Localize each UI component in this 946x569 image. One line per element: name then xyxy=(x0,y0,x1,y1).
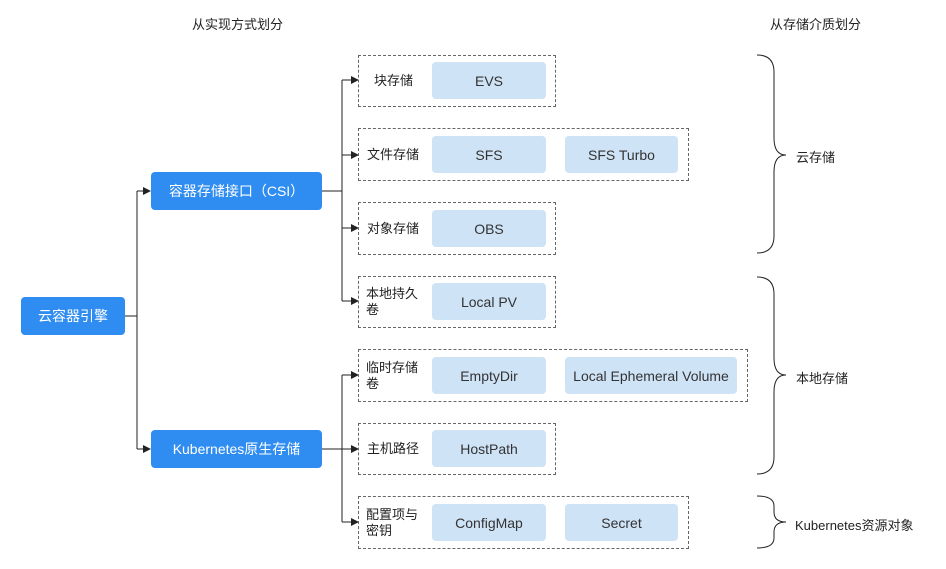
category-box-config xyxy=(358,496,689,549)
header-implementation: 从实现方式划分 xyxy=(192,17,284,32)
chip-secret: Secret xyxy=(565,504,678,541)
category-label-file: 文件存储 xyxy=(367,146,420,162)
chip-emptydir: EmptyDir xyxy=(432,357,546,394)
group-label-local: 本地存储 xyxy=(796,371,849,386)
category-box-temp xyxy=(358,349,748,402)
root-node-cce: 云容器引擎 xyxy=(21,297,125,335)
chip-sfs: SFS xyxy=(432,136,546,173)
branch-node-csi: 容器存储接口（CSI） xyxy=(151,172,322,210)
chip-local-pv: Local PV xyxy=(432,283,546,320)
category-box-local-pv xyxy=(358,276,556,328)
category-label-hostpath: 主机路径 xyxy=(367,441,420,456)
chip-configmap: ConfigMap xyxy=(432,504,546,541)
chip-hostpath: HostPath xyxy=(432,430,546,467)
category-label-config: 配置项与密钥 xyxy=(366,506,419,538)
category-label-local-pv: 本地持久卷 xyxy=(366,286,419,317)
group-label-k8s-resources: Kubernetes资源对象 xyxy=(795,518,914,533)
category-label-object: 对象存储 xyxy=(367,220,420,236)
category-box-block xyxy=(358,55,556,107)
category-label-temp: 临时存储卷 xyxy=(366,359,419,391)
branch-node-k8s-native: Kubernetes原生存储 xyxy=(151,430,322,468)
category-label-block: 块存储 xyxy=(374,73,414,88)
chip-obs: OBS xyxy=(432,210,546,247)
group-label-cloud: 云存储 xyxy=(796,150,836,165)
category-box-hostpath xyxy=(358,423,556,475)
category-box-object xyxy=(358,202,556,255)
chip-evs: EVS xyxy=(432,62,546,99)
chip-local-ephemeral-volume: Local Ephemeral Volume xyxy=(565,357,737,394)
header-storage-medium: 从存储介质划分 xyxy=(770,17,862,32)
chip-sfs-turbo: SFS Turbo xyxy=(565,136,678,173)
category-box-file xyxy=(358,128,689,181)
